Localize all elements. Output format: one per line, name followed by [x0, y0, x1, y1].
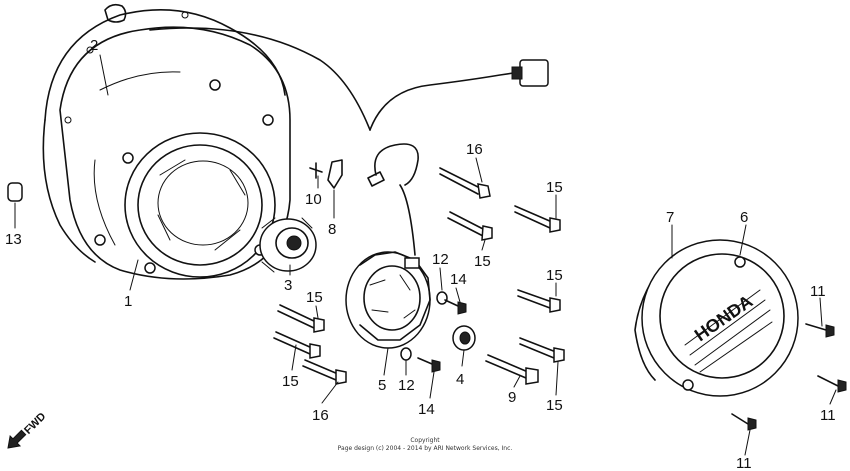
bolt-15f[interactable] [273, 331, 321, 359]
bolt-11a[interactable] [805, 323, 835, 338]
callout-12a: 12 [432, 251, 449, 268]
bolt-14a[interactable] [444, 299, 467, 315]
bolt-16b[interactable] [302, 359, 347, 385]
wire-harness[interactable] [149, 27, 549, 256]
leader-lines [14, 54, 837, 456]
bolt-15a[interactable] [447, 211, 493, 241]
callout-8: 8 [328, 221, 336, 238]
callout-13: 13 [5, 231, 22, 248]
callout-15b: 15 [546, 179, 563, 196]
bolt-9[interactable] [485, 354, 539, 385]
washer-12b[interactable] [400, 347, 412, 361]
callout-2: 2 [90, 37, 98, 54]
callout-9: 9 [508, 389, 516, 406]
callouts: 2 1 3 13 10 8 16 15 15 15 15 9 12 14 4 1… [5, 37, 836, 471]
callout-6: 6 [740, 209, 748, 226]
bolt-15b[interactable] [514, 205, 561, 233]
oil-seal-4[interactable] [452, 325, 476, 351]
copyright-line: Page design (c) 2004 - 2014 by ARI Netwo… [337, 445, 513, 452]
bolt-11c[interactable] [731, 413, 757, 431]
callout-7: 7 [666, 209, 674, 226]
bolt-16a[interactable] [439, 167, 491, 199]
bolt-14b[interactable] [417, 357, 441, 373]
cover-gasket[interactable] [42, 3, 286, 263]
callout-5: 5 [378, 377, 386, 394]
callout-11b: 11 [820, 407, 836, 424]
callout-12b: 12 [398, 377, 415, 394]
callout-3: 3 [284, 277, 292, 294]
wire-clamp[interactable] [309, 159, 343, 189]
bolt-15d[interactable] [519, 337, 565, 363]
callout-14a: 14 [450, 271, 467, 288]
callout-11a: 11 [810, 283, 826, 300]
callout-15d: 15 [546, 397, 563, 414]
callout-10: 10 [305, 191, 322, 208]
callout-14b: 14 [418, 401, 435, 418]
left-crankcase-cover[interactable] [59, 26, 291, 280]
callout-15a: 15 [474, 253, 491, 270]
bolt-15e[interactable] [277, 304, 325, 333]
callout-16a: 16 [466, 141, 483, 158]
callout-15f: 15 [282, 373, 299, 390]
copyright-title: Copyright [410, 437, 440, 444]
generator-cover[interactable]: HONDA [641, 239, 799, 397]
callout-15c: 15 [546, 267, 563, 284]
rotor-assembly[interactable] [259, 217, 317, 273]
bolt-15c[interactable] [517, 289, 561, 313]
callout-4: 4 [456, 371, 464, 388]
bolt-11b[interactable] [817, 375, 847, 393]
fwd-label: FWD [22, 410, 48, 436]
callout-1: 1 [124, 293, 132, 310]
callout-11c: 11 [736, 455, 752, 471]
callout-15e: 15 [306, 289, 323, 306]
stator[interactable] [345, 251, 431, 349]
callout-16b: 16 [312, 407, 329, 424]
dowel-pin[interactable] [7, 182, 23, 202]
washer-12a[interactable] [436, 291, 448, 305]
